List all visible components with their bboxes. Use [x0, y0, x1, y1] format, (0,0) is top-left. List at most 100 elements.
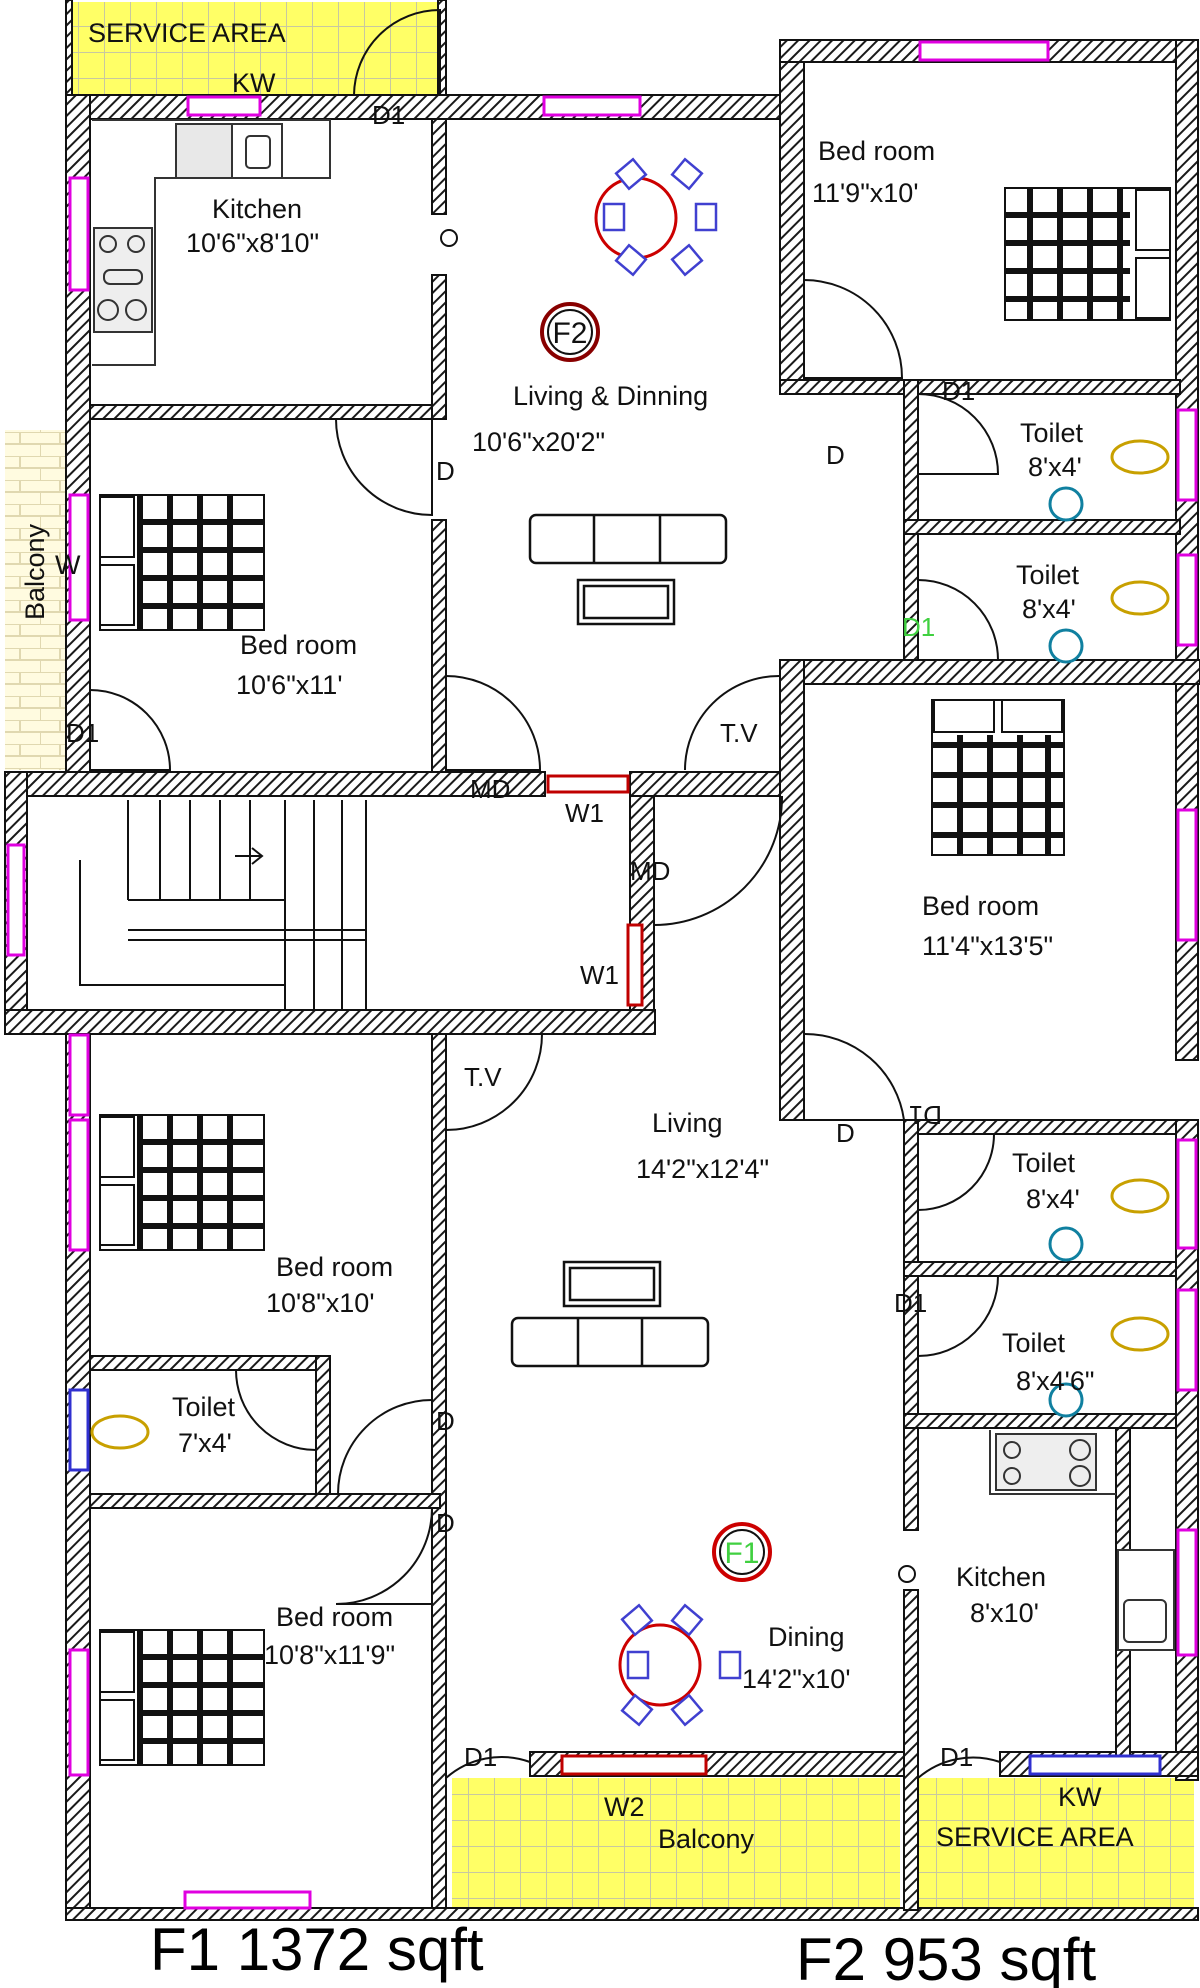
- bed-top-right-name: Bed room: [818, 136, 935, 166]
- kitchen-bottom-size: 8'x10': [970, 1598, 1039, 1628]
- door-label: D1: [464, 1742, 497, 1772]
- balcony-left-label: Balcony: [20, 523, 50, 620]
- window: [68, 1648, 90, 1777]
- toilet-4-name: Toilet: [1002, 1328, 1066, 1358]
- bed-left-upper-size: 10'6"x11': [236, 670, 342, 700]
- balcony-bottom-label: Balcony: [658, 1824, 755, 1854]
- balcony-left-floor: [5, 430, 67, 770]
- window: [1176, 408, 1198, 502]
- basin-icon: [1048, 628, 1084, 664]
- toilet-icon: [1110, 1178, 1170, 1214]
- toilet-3-name: Toilet: [1012, 1148, 1076, 1178]
- door-swing: [335, 418, 433, 517]
- wall: [903, 1413, 1195, 1429]
- window: [68, 493, 90, 622]
- door-swing: [445, 1033, 543, 1132]
- bed-icon: [99, 1629, 265, 1766]
- living-size: 14'2"x12'4": [636, 1154, 769, 1184]
- bed-right-mid-size: 11'4"x13'5": [922, 931, 1053, 961]
- sofa-icon: [510, 1260, 710, 1368]
- door-label: MD: [630, 856, 670, 886]
- wall: [1175, 39, 1199, 1061]
- toilets: [90, 439, 1170, 1450]
- door-label: D: [436, 1406, 455, 1436]
- window: [1176, 1138, 1198, 1250]
- kw-top-label: KW: [232, 68, 276, 98]
- door-label: D: [836, 1118, 855, 1148]
- bed-icon: [931, 699, 1065, 856]
- kitchen-counter-top: [92, 119, 331, 366]
- wall: [431, 274, 447, 420]
- door-swing: [917, 1275, 999, 1358]
- marker-f2: F2: [540, 302, 600, 362]
- bed-left-low-size: 10'8"x11'9": [264, 1640, 395, 1670]
- window: [68, 1033, 90, 1117]
- window: [68, 1118, 90, 1252]
- bed-left-mid-size: 10'8"x10': [266, 1288, 374, 1318]
- window: [183, 1890, 312, 1910]
- toilet-1-name: Toilet: [1020, 418, 1084, 448]
- window: [542, 95, 642, 117]
- door-swing: [917, 1133, 995, 1212]
- toilet-icon: [1110, 1316, 1170, 1352]
- toilet-2-size: 8'x4': [1022, 594, 1076, 624]
- toilet-2-name: Toilet: [1016, 560, 1080, 590]
- service-area-bottom-floor: [912, 1778, 1194, 1910]
- door-label: T.V: [720, 718, 758, 748]
- door-label: D1: [66, 718, 99, 748]
- door-swing: [917, 393, 1000, 475]
- door-swing: [917, 579, 1000, 661]
- window: [186, 95, 262, 117]
- wall: [779, 39, 805, 386]
- door-swing: [803, 1032, 906, 1121]
- dining-size: 14'2"x10': [742, 1664, 850, 1694]
- kitchen-top-name: Kitchen: [212, 194, 302, 224]
- service-area-top-floor: [70, 2, 442, 94]
- door-label: D1: [909, 1100, 942, 1130]
- door-swing: [235, 1369, 317, 1451]
- toilet-icon: [1110, 439, 1170, 475]
- bed-right-mid-name: Bed room: [922, 891, 1039, 921]
- door-swing: [353, 8, 441, 96]
- window: [546, 774, 630, 794]
- wall: [779, 379, 1181, 395]
- doors: [89, 8, 1001, 1908]
- kitchen-bottom-name: Kitchen: [956, 1562, 1046, 1592]
- wall: [903, 1261, 1195, 1277]
- wall: [903, 1119, 1195, 1135]
- wall: [903, 519, 1181, 535]
- basin-icon: [1048, 1382, 1084, 1418]
- door-label: D1: [372, 100, 405, 130]
- bed-left-low-name: Bed room: [276, 1602, 393, 1632]
- wall: [431, 519, 447, 781]
- window: [1176, 808, 1198, 942]
- column-marker: [440, 229, 458, 247]
- toilet-1-size: 8'x4': [1028, 452, 1082, 482]
- window: [918, 40, 1050, 62]
- wall: [629, 771, 791, 797]
- door-swing: [684, 674, 781, 771]
- wall: [4, 771, 546, 797]
- window: [1176, 1528, 1198, 1657]
- sink-icon: [175, 123, 233, 179]
- wall: [4, 1009, 656, 1035]
- wall: [903, 1589, 919, 1911]
- window: [6, 843, 26, 957]
- door-swing: [335, 1507, 433, 1605]
- w2-label: W2: [604, 1792, 645, 1822]
- bed-icon: [1004, 187, 1171, 321]
- door-swing: [803, 279, 904, 379]
- windows: [6, 40, 1198, 1910]
- door-label: D: [436, 456, 455, 486]
- window: [1176, 553, 1198, 647]
- wall: [779, 659, 805, 1121]
- door-swing: [917, 1756, 1001, 1908]
- staircase: [79, 800, 367, 1010]
- window: [626, 923, 644, 1007]
- window: [560, 1754, 708, 1776]
- wall: [65, 0, 73, 96]
- living-dining-name: Living & Dinning: [513, 381, 708, 411]
- toilet-left-size: 7'x4': [178, 1428, 232, 1458]
- wall: [431, 118, 447, 215]
